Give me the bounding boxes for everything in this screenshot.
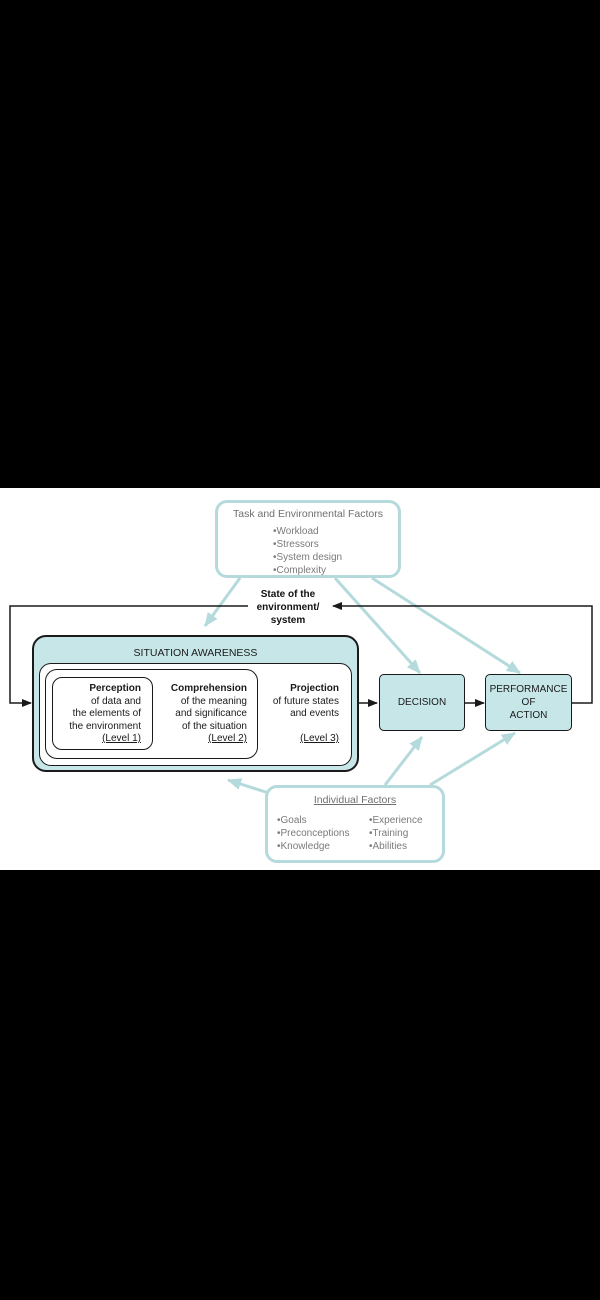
- decision-box: DECISION: [379, 674, 465, 731]
- feedback-loop-line: [332, 602, 593, 704]
- arrow-task-to-sa: [203, 577, 242, 627]
- individual-factor-item: Preconceptions: [277, 827, 350, 840]
- projection-text: Projection of future states and events (…: [258, 683, 339, 746]
- task-factors-title: Task and Environmental Factors: [233, 508, 383, 520]
- perception-line-1: of data and: [90, 695, 141, 707]
- connector-layer: [9, 576, 593, 797]
- arrow-task-to-decision: [333, 576, 422, 675]
- performance-line-1: PERFORMANCE: [489, 684, 568, 695]
- individual-factor-item: Goals: [277, 814, 349, 827]
- arrow-task-to-performance: [371, 576, 521, 675]
- state-of-environment-label: State of the environment/ system: [248, 588, 328, 627]
- performance-line-3: ACTION: [509, 710, 548, 721]
- individual-factor-item: Abilities: [369, 840, 423, 853]
- individual-factor-item: Training: [369, 827, 423, 840]
- situation-awareness-title: SITUATION AWARENESS: [133, 647, 258, 659]
- perception-level: (Level 1): [102, 733, 141, 744]
- perception-box: [52, 677, 153, 750]
- comprehension-line-1: of the meaning: [180, 695, 247, 707]
- individual-factors-box: Individual Factors Goals Preconceptions …: [265, 785, 445, 863]
- performance-line-2: OF: [521, 697, 536, 708]
- task-environmental-factors-box: Task and Environmental Factors Workload …: [215, 500, 401, 578]
- projection-line-1: of future states: [272, 695, 339, 707]
- perception-line-2: the elements of: [72, 708, 141, 719]
- perception-line-3: the environment: [69, 720, 141, 732]
- comprehension-line-2: and significance: [175, 708, 247, 719]
- perception-text: Perception of data and the elements of t…: [54, 683, 141, 746]
- comprehension-line-3: of the situation: [181, 720, 247, 732]
- individual-factors-right-list: Experience Training Abilities: [369, 814, 423, 853]
- projection-level: (Level 3): [300, 733, 339, 744]
- individual-factors-title: Individual Factors: [313, 794, 397, 806]
- task-factor-item: System design: [273, 551, 343, 564]
- comprehension-level: (Level 2): [208, 733, 247, 744]
- projection-heading: Projection: [290, 683, 339, 694]
- projection-line-2: and events: [290, 708, 339, 719]
- task-factor-item: Stressors: [273, 538, 342, 551]
- arrow-individual-to-performance: [429, 731, 516, 787]
- feedback-to-sa-line: [9, 605, 250, 707]
- task-factor-item: Complexity: [273, 564, 342, 577]
- individual-factors-left-list: Goals Preconceptions Knowledge: [277, 814, 350, 853]
- comprehension-text: Comprehension of the meaning and signifi…: [160, 683, 247, 746]
- individual-factor-item: Knowledge: [277, 840, 349, 853]
- task-factors-list: Workload Stressors System design Complex…: [273, 525, 343, 577]
- perception-heading: Perception: [89, 683, 141, 694]
- state-line-3: system: [270, 615, 306, 626]
- situation-awareness-diagram: Task and Environmental Factors Workload …: [0, 488, 600, 870]
- task-factor-item: Workload: [273, 525, 342, 538]
- individual-factor-item: Experience: [369, 814, 423, 827]
- comprehension-heading: Comprehension: [170, 683, 247, 694]
- performance-label: PERFORMANCE OF ACTION: [490, 683, 568, 722]
- arrow-individual-to-decision: [383, 736, 424, 786]
- state-line-1: State of the: [260, 589, 316, 600]
- decision-label: DECISION: [397, 697, 447, 708]
- performance-of-action-box: PERFORMANCE OF ACTION: [485, 674, 572, 731]
- projection-spacer: [258, 721, 339, 734]
- state-line-2: environment/: [256, 602, 320, 613]
